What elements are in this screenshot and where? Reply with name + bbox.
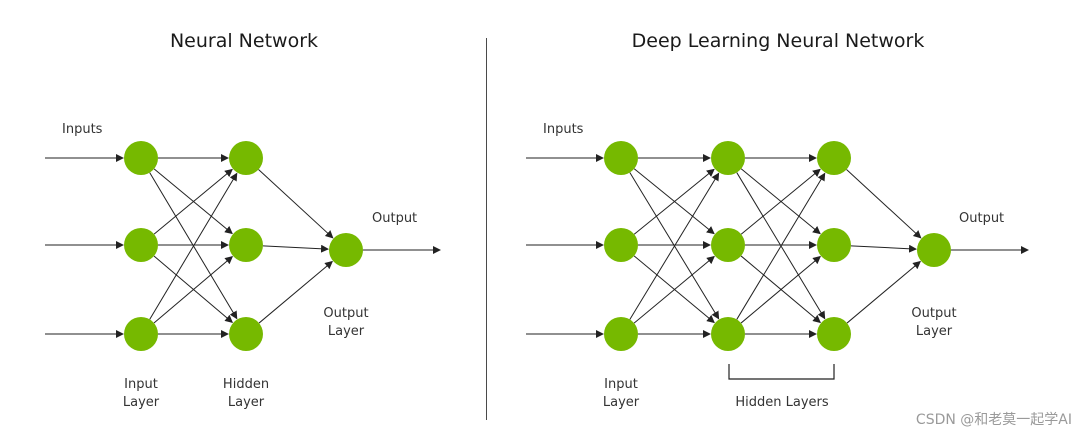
left-output-node bbox=[329, 233, 363, 267]
right-hidden-node bbox=[711, 228, 745, 262]
left-diagram-title: Neural Network bbox=[169, 30, 319, 52]
right-connection bbox=[633, 255, 715, 324]
left-connection bbox=[258, 169, 334, 239]
divider-line bbox=[486, 38, 487, 420]
left-output-label: Output bbox=[372, 211, 418, 226]
left-hidden-node bbox=[229, 317, 263, 351]
right-hidden-node bbox=[817, 228, 851, 262]
left-inputs-label: Inputs bbox=[62, 122, 103, 137]
left-hidden-layer-label: Hidden Layer bbox=[222, 377, 270, 410]
left-hidden-node bbox=[229, 228, 263, 262]
right-connection bbox=[846, 260, 921, 324]
left-input-layer-label: Input Layer bbox=[122, 377, 160, 410]
right-connection bbox=[629, 172, 720, 320]
right-connection bbox=[740, 168, 821, 235]
right-output-layer-label: Output Layer bbox=[911, 306, 957, 339]
left-connection bbox=[149, 172, 238, 320]
right-diagram-title: Deep Learning Neural Network bbox=[631, 30, 925, 52]
left-input-node bbox=[124, 141, 158, 175]
right-hidden-node bbox=[711, 141, 745, 175]
network-connections bbox=[45, 154, 1029, 338]
right-input-node bbox=[604, 228, 638, 262]
right-hidden-layers-label: Hidden Layers bbox=[735, 395, 829, 410]
right-hidden-node bbox=[817, 141, 851, 175]
left-connection bbox=[258, 260, 333, 324]
network-nodes bbox=[124, 141, 951, 351]
right-input-layer-label: Input Layer bbox=[602, 377, 640, 410]
right-input-node bbox=[604, 317, 638, 351]
left-input-node bbox=[124, 317, 158, 351]
hidden-layers-bracket bbox=[728, 364, 835, 380]
left-connection bbox=[262, 244, 330, 253]
right-connection bbox=[846, 169, 922, 239]
right-output-node bbox=[917, 233, 951, 267]
right-connection bbox=[740, 255, 821, 324]
right-input-node bbox=[604, 141, 638, 175]
right-output-label: Output bbox=[959, 211, 1005, 226]
left-output-layer-label: Output Layer bbox=[323, 306, 369, 339]
watermark: CSDN @和老莫一起学AI bbox=[915, 412, 1072, 428]
right-hidden-node bbox=[817, 317, 851, 351]
right-connection bbox=[736, 172, 826, 320]
right-inputs-label: Inputs bbox=[543, 122, 584, 137]
left-connection bbox=[153, 255, 234, 324]
left-hidden-node bbox=[229, 141, 263, 175]
left-connection bbox=[153, 168, 233, 235]
right-hidden-node bbox=[711, 317, 745, 351]
left-input-node bbox=[124, 228, 158, 262]
right-connection bbox=[633, 168, 715, 235]
right-connection bbox=[850, 244, 918, 253]
